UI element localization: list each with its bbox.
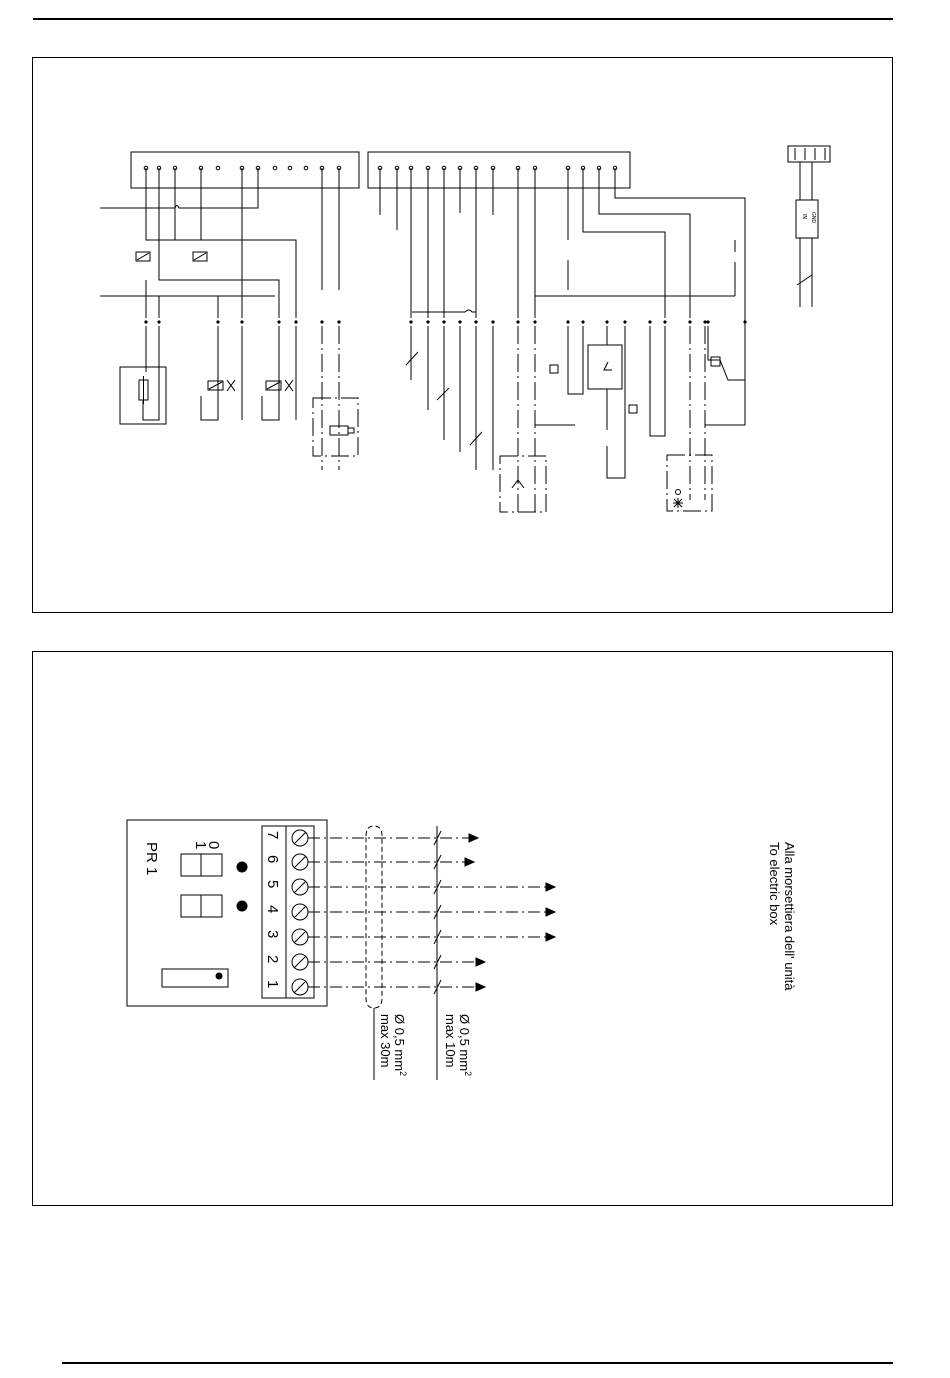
- led-2: [237, 901, 248, 912]
- arrow-icon: [476, 983, 485, 991]
- cable-short-exponent: 2: [463, 1071, 473, 1076]
- svg-text:Ø 0,5 mm2: Ø 0,5 mm2: [457, 1014, 473, 1076]
- cable-long-length: max 30m: [378, 1014, 393, 1067]
- terminal-number: 7: [264, 831, 281, 839]
- terminal-number: 2: [264, 955, 281, 963]
- display-dot: [216, 973, 223, 980]
- arrow-icon: [546, 908, 555, 916]
- terminal-number: 4: [264, 905, 281, 913]
- arrow-icon: [465, 858, 474, 866]
- arrow-icon: [546, 883, 555, 891]
- arrow-icon: [469, 834, 478, 842]
- remote-panel-title: PR 1: [143, 842, 160, 875]
- cable-shield: [366, 826, 382, 1008]
- terminal-number: 3: [264, 930, 281, 938]
- cable-short-section: Ø 0,5 mm: [457, 1014, 472, 1071]
- terminal-number: 1: [264, 980, 281, 988]
- terminal-rows: 7 6 5 4 3 2 1: [264, 830, 555, 995]
- terminal-number: 6: [264, 855, 281, 863]
- cable-long-section: Ø 0,5 mm: [392, 1014, 407, 1071]
- arrow-icon: [476, 958, 485, 966]
- destination-label-it: Alla morsettiera dell' unità: [782, 842, 797, 991]
- switch-label-1: 1: [192, 841, 209, 849]
- arrow-icon: [546, 933, 555, 941]
- terminal-number: 5: [264, 880, 281, 888]
- svg-text:Ø 0,5 mm2: Ø 0,5 mm2: [392, 1014, 408, 1076]
- cable-short-length: max 10m: [443, 1014, 458, 1067]
- led-1: [237, 862, 248, 873]
- destination-label-en: To electric box: [767, 842, 782, 926]
- cable-long-exponent: 2: [398, 1071, 408, 1076]
